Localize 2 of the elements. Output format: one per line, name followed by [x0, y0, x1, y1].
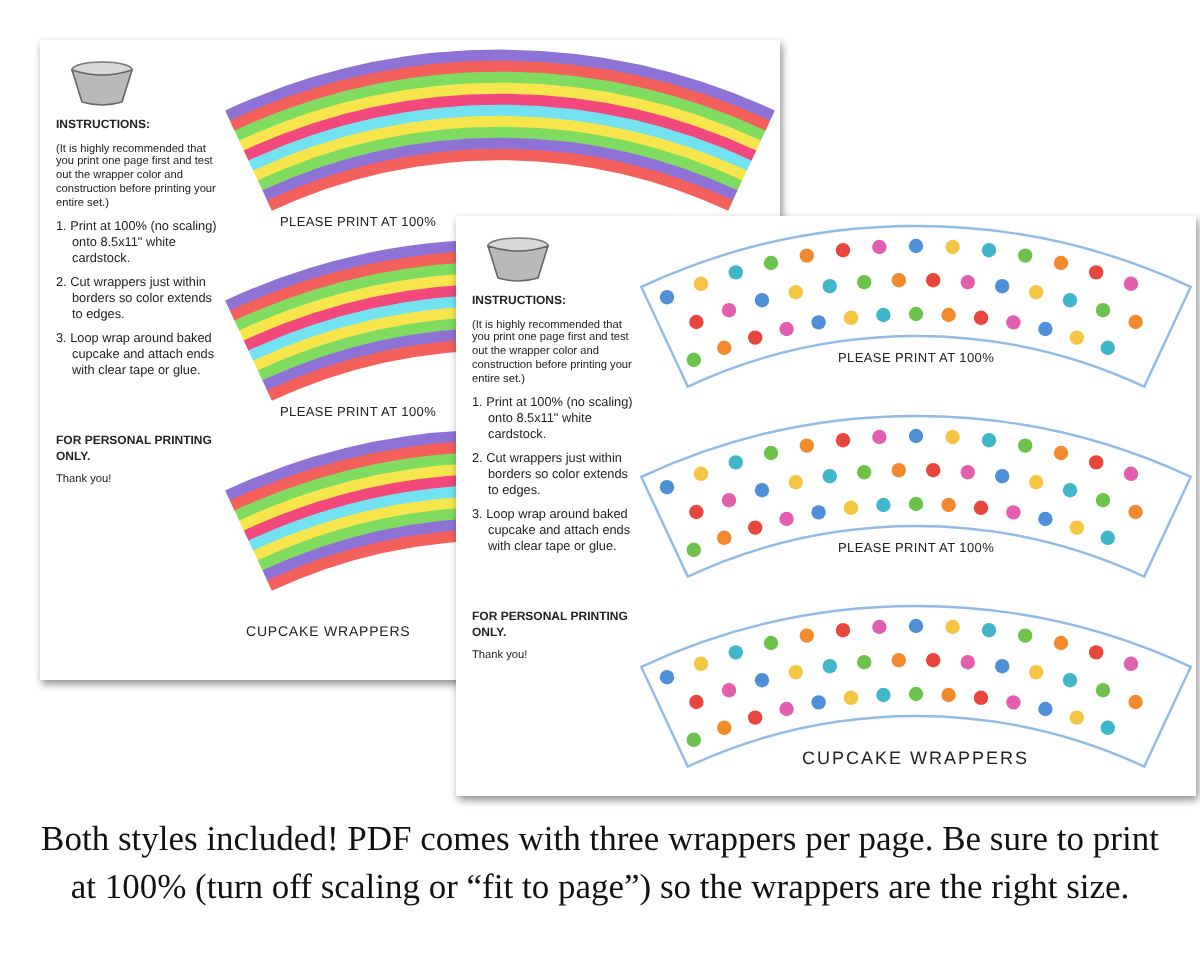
- wrapper-title: CUPCAKE WRAPPERS: [802, 748, 1030, 768]
- caption-text: Both styles included! PDF comes with three wrappers per page. Be sure to print at 100% (turn off scaling or “fit to page”) so the wrappers are the right size.: [40, 816, 1160, 910]
